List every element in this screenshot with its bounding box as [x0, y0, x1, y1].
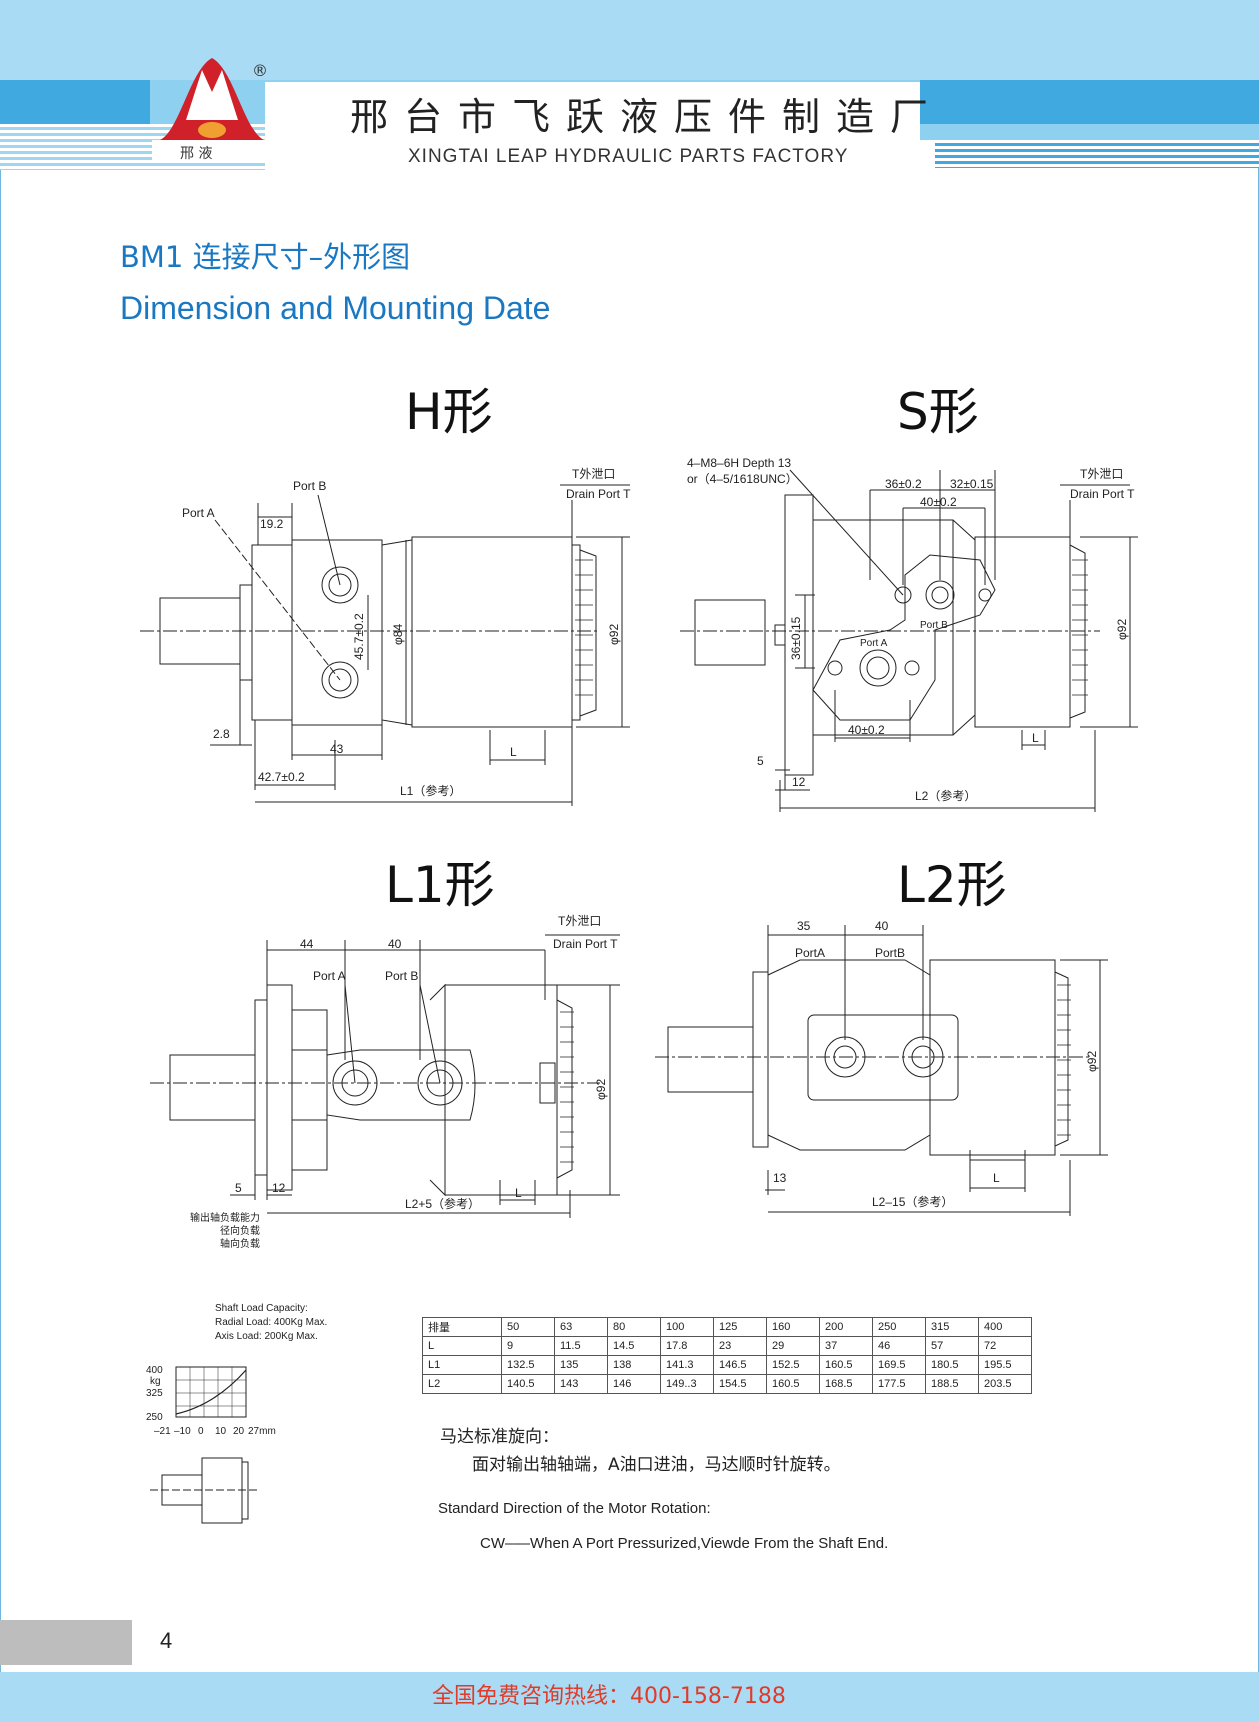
rotation-text-cn: 面对输出轴轴端，A油口进油，马达顺时针旋转。	[472, 1455, 841, 1475]
graph-x-tick: 20	[233, 1426, 245, 1437]
graph-x-tick: 0	[198, 1426, 204, 1437]
l2-view-drawing	[655, 925, 1108, 1216]
graph-y-325: 325	[146, 1388, 163, 1399]
s-drain-cn: T外泄口	[1080, 467, 1123, 481]
page-title-cn: BM1 连接尺寸–外形图	[120, 240, 411, 274]
load-capacity-graph	[175, 1366, 247, 1418]
l1-port-b-label: Port B	[385, 969, 418, 983]
header-band-left	[0, 80, 150, 124]
h-port-b-label: Port B	[293, 479, 326, 493]
graph-x-tick: –21	[154, 1426, 171, 1437]
h-dim-2-8: 2.8	[213, 727, 230, 741]
h-view-drawing	[140, 484, 630, 806]
shaft-load-capacity: Shaft Load Capacity: Radial Load: 400Kg …	[215, 1303, 328, 1342]
l1-view-drawing	[150, 934, 620, 1218]
graph-x-tick: 27mm	[248, 1426, 276, 1437]
company-name-en: XINGTAI LEAP HYDRAULIC PARTS FACTORY	[408, 146, 849, 167]
s-type-label: S形	[897, 383, 979, 441]
l1-dim-l2-5: L2+5（参考）	[405, 1196, 480, 1211]
l2-dim-13: 13	[773, 1171, 787, 1185]
s-dim-36: 36±0.2	[885, 477, 922, 491]
footer-band	[0, 1672, 1259, 1722]
h-port-a-label: Port A	[182, 506, 215, 520]
graph-y-400: 400	[146, 1365, 163, 1376]
s-dim-5: 5	[757, 754, 764, 768]
l2-dim-phi92: φ92	[1085, 1051, 1099, 1072]
s-port-a-label: Port A	[860, 638, 888, 649]
l1-dim-5: 5	[235, 1181, 242, 1195]
company-name-cn: 邢台市飞跃液压件制造厂	[350, 95, 945, 139]
motor-sketch	[150, 1457, 260, 1524]
header-band-right	[920, 80, 1259, 124]
l2-dim-35: 35	[797, 919, 811, 933]
h-dim-phi92: φ92	[607, 624, 621, 645]
l1-dim-12: 12	[272, 1181, 286, 1195]
h-drain-en: Drain Port T	[566, 487, 631, 501]
l1-dim-l: L	[515, 1186, 522, 1200]
h-drain-cn: T外泄口	[572, 467, 615, 481]
l1-type-label: L1形	[385, 856, 495, 914]
graph-x-tick: –10	[174, 1426, 191, 1437]
l2-port-a-label: PortA	[795, 946, 825, 960]
h-dim-45-7: 45.7±0.2	[352, 613, 366, 660]
l1-dim-phi92: φ92	[594, 1079, 608, 1100]
s-dim-phi92: φ92	[1115, 619, 1129, 640]
graph-x-tick: 10	[215, 1426, 227, 1437]
l2-dim-l2-15: L2–15（参考）	[872, 1194, 953, 1209]
rotation-title-en: Standard Direction of the Motor Rotation…	[438, 1500, 711, 1517]
h-dim-42-7: 42.7±0.2	[258, 770, 305, 784]
l1-drain-cn: T外泄口	[558, 914, 601, 928]
s-dim-32: 32±0.15	[950, 477, 994, 491]
registered-mark: ®	[252, 61, 268, 80]
s-view-drawing	[680, 469, 1138, 812]
h-dim-phi84: φ84	[391, 624, 405, 645]
h-dim-l1: L1（参考）	[400, 783, 461, 798]
graph-y-250: 250	[146, 1412, 163, 1423]
l2-type-label: L2形	[897, 856, 1007, 914]
s-dim-l2: L2（参考）	[915, 788, 976, 803]
header-stripes-right	[935, 140, 1259, 168]
s-dim-l: L	[1032, 731, 1039, 745]
footer-hotline: 全国免费咨询热线：400-158-7188	[432, 1684, 786, 1709]
rotation-text-en: CW–––When A Port Pressurized,Viewde From…	[480, 1535, 889, 1552]
l1-dim-44: 44	[300, 937, 314, 951]
s-port-b-label: Port B	[920, 620, 948, 631]
s-dim-36-vert: 36±0.15	[789, 616, 803, 660]
h-type-label: H形	[405, 383, 493, 441]
h-dim-43: 43	[330, 742, 344, 756]
graph-y-unit: kg	[150, 1376, 161, 1387]
page-number-tab	[0, 1620, 132, 1665]
l2-dim-40: 40	[875, 919, 889, 933]
h-dim-19-2: 19.2	[260, 517, 284, 531]
l2-dim-l: L	[993, 1171, 1000, 1185]
s-dim-40-top: 40±0.2	[920, 495, 957, 509]
l1-dim-40: 40	[388, 937, 402, 951]
l2-port-b-label: PortB	[875, 946, 905, 960]
header-title-plate	[265, 82, 920, 168]
rotation-title-cn: 马达标准旋向：	[440, 1427, 559, 1447]
s-thread-spec: 4–M8–6H Depth 13	[687, 456, 791, 470]
l1-port-a-label: Port A	[313, 969, 346, 983]
s-drain-en: Drain Port T	[1070, 487, 1135, 501]
company-logo-icon: 邢 液 ®	[152, 58, 272, 162]
page-number: 4	[160, 1628, 173, 1653]
page-title-en: Dimension and Mounting Date	[120, 290, 551, 326]
s-dim-40-bottom: 40±0.2	[848, 723, 885, 737]
l1-drain-en: Drain Port T	[553, 937, 618, 951]
load-capacity-cn: 输出轴负载能力 径向负载 轴向负载	[190, 1213, 260, 1250]
s-thread-spec-alt: or（4–5/1618UNC）	[687, 472, 798, 486]
h-dim-l: L	[510, 745, 517, 759]
logo-text: 邢 液	[180, 146, 212, 162]
s-dim-12: 12	[792, 775, 806, 789]
